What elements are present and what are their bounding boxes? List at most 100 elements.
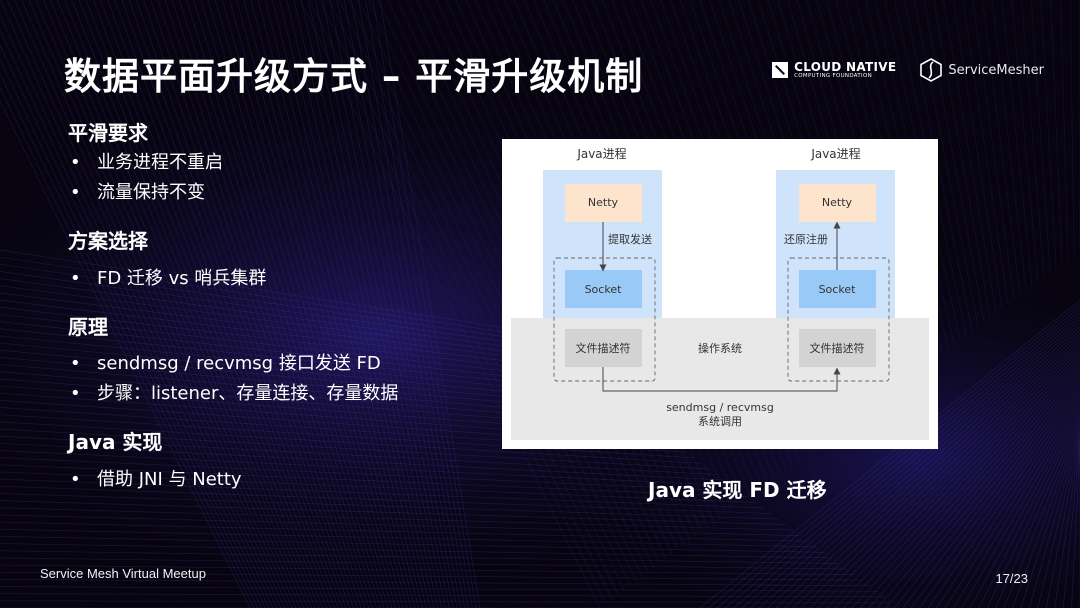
background-line bbox=[300, 0, 439, 608]
background-line bbox=[0, 73, 258, 608]
cncf-icon bbox=[772, 62, 789, 78]
background-line bbox=[171, 0, 370, 608]
background-line bbox=[868, 366, 1080, 608]
background-line bbox=[93, 0, 327, 608]
syscall-transfer-arrow bbox=[602, 367, 841, 392]
background-line bbox=[358, 0, 637, 582]
background-line bbox=[0, 58, 262, 608]
bullet-item: •步骤：listener、存量连接、存量数据 bbox=[68, 379, 488, 409]
background-line bbox=[207, 0, 389, 608]
background-line bbox=[784, 333, 1080, 608]
background-line bbox=[775, 329, 1080, 608]
background-line bbox=[50, 0, 304, 608]
background-line bbox=[0, 493, 779, 520]
right-netty-label: Netty bbox=[822, 196, 853, 209]
background-line bbox=[0, 435, 718, 475]
background-line bbox=[0, 528, 817, 548]
background-line bbox=[1062, 443, 1080, 608]
footer-event-name: Service Mesh Virtual Meetup bbox=[40, 566, 206, 581]
background-line bbox=[0, 314, 589, 381]
background-line bbox=[0, 421, 703, 464]
left-fd-box bbox=[565, 329, 642, 367]
background-line bbox=[343, 0, 462, 608]
background-line bbox=[0, 0, 278, 608]
background-line bbox=[186, 0, 377, 608]
background-line bbox=[0, 321, 597, 386]
background-line bbox=[336, 0, 458, 608]
background-line bbox=[200, 0, 385, 608]
background-line bbox=[952, 0, 1003, 309]
background-line bbox=[78, 0, 320, 608]
background-line bbox=[910, 383, 1080, 608]
background-line bbox=[157, 0, 362, 608]
background-line bbox=[927, 389, 1080, 608]
bullet-item: •业务进程不重启 bbox=[68, 148, 488, 178]
background-line bbox=[264, 0, 420, 608]
page-number: 17/23 bbox=[995, 571, 1028, 586]
background-line bbox=[379, 0, 481, 608]
section-principle: 原理 •sendmsg / recvmsg 接口发送 FD •步骤：listen… bbox=[68, 312, 488, 409]
background-line bbox=[279, 0, 427, 608]
background-line bbox=[860, 363, 1080, 608]
background-line bbox=[358, 0, 469, 608]
background-line bbox=[741, 316, 1080, 608]
background-line bbox=[0, 478, 764, 509]
background-line bbox=[136, 0, 350, 608]
background-line bbox=[0, 543, 832, 559]
background-line bbox=[0, 521, 809, 542]
servicemesher-logo-text: ServiceMesher bbox=[948, 62, 1044, 78]
background-line bbox=[1011, 0, 1039, 282]
background-line bbox=[716, 306, 1080, 608]
background-line bbox=[0, 571, 863, 581]
background-line bbox=[107, 0, 335, 608]
section-heading: 原理 bbox=[68, 315, 108, 339]
background-line bbox=[843, 356, 1080, 608]
background-line bbox=[348, 0, 631, 586]
background-line bbox=[1021, 0, 1045, 277]
bullet-dot: • bbox=[70, 152, 81, 173]
background-line bbox=[71, 0, 316, 608]
section-requirements: 平滑要求 •业务进程不重启 •流量保持不变 bbox=[68, 118, 488, 208]
background-line bbox=[0, 249, 521, 331]
slide-title: 数据平面升级方式 – 平滑升级机制 bbox=[64, 55, 644, 98]
background-line bbox=[991, 0, 1027, 291]
background-line bbox=[214, 0, 393, 608]
left-netty-box bbox=[565, 184, 642, 222]
background-line bbox=[969, 406, 1080, 608]
background-line bbox=[293, 0, 435, 608]
extract-send-label: 提取发送 bbox=[608, 232, 652, 246]
background-line bbox=[0, 306, 581, 375]
background-line bbox=[0, 457, 741, 492]
left-netty-label: Netty bbox=[588, 196, 619, 209]
background-line bbox=[315, 0, 446, 608]
background-line bbox=[933, 0, 991, 318]
section-options: 方案选择 •FD 迁移 vs 哨兵集群 bbox=[68, 226, 488, 294]
background-line bbox=[0, 29, 270, 608]
background-line bbox=[0, 586, 878, 592]
left-process-label: Java进程 bbox=[576, 146, 626, 161]
servicemesher-hexagon-icon bbox=[920, 58, 943, 82]
background-line bbox=[0, 557, 847, 570]
bullet-dot: • bbox=[70, 383, 81, 404]
background-line bbox=[322, 0, 450, 608]
background-line bbox=[953, 399, 1080, 608]
background-line bbox=[0, 500, 787, 525]
background-line bbox=[0, 579, 870, 587]
background-line bbox=[961, 403, 1080, 608]
background-line bbox=[14, 0, 285, 608]
servicemesher-logo: ServiceMesher bbox=[920, 58, 1044, 82]
background-line bbox=[0, 550, 840, 564]
background-line bbox=[114, 0, 339, 608]
right-process-label: Java进程 bbox=[810, 146, 860, 161]
background-line bbox=[329, 0, 454, 608]
bullet-item: •借助 JNI 与 Netty bbox=[68, 465, 488, 495]
section-heading: 方案选择 bbox=[68, 229, 148, 253]
background-line bbox=[1037, 433, 1080, 608]
background-line bbox=[767, 326, 1080, 608]
background-line bbox=[792, 336, 1080, 608]
right-netty-box bbox=[799, 184, 876, 222]
background-line bbox=[250, 0, 412, 608]
background-line bbox=[801, 339, 1080, 608]
background-line bbox=[28, 0, 293, 608]
background-line bbox=[0, 44, 266, 608]
